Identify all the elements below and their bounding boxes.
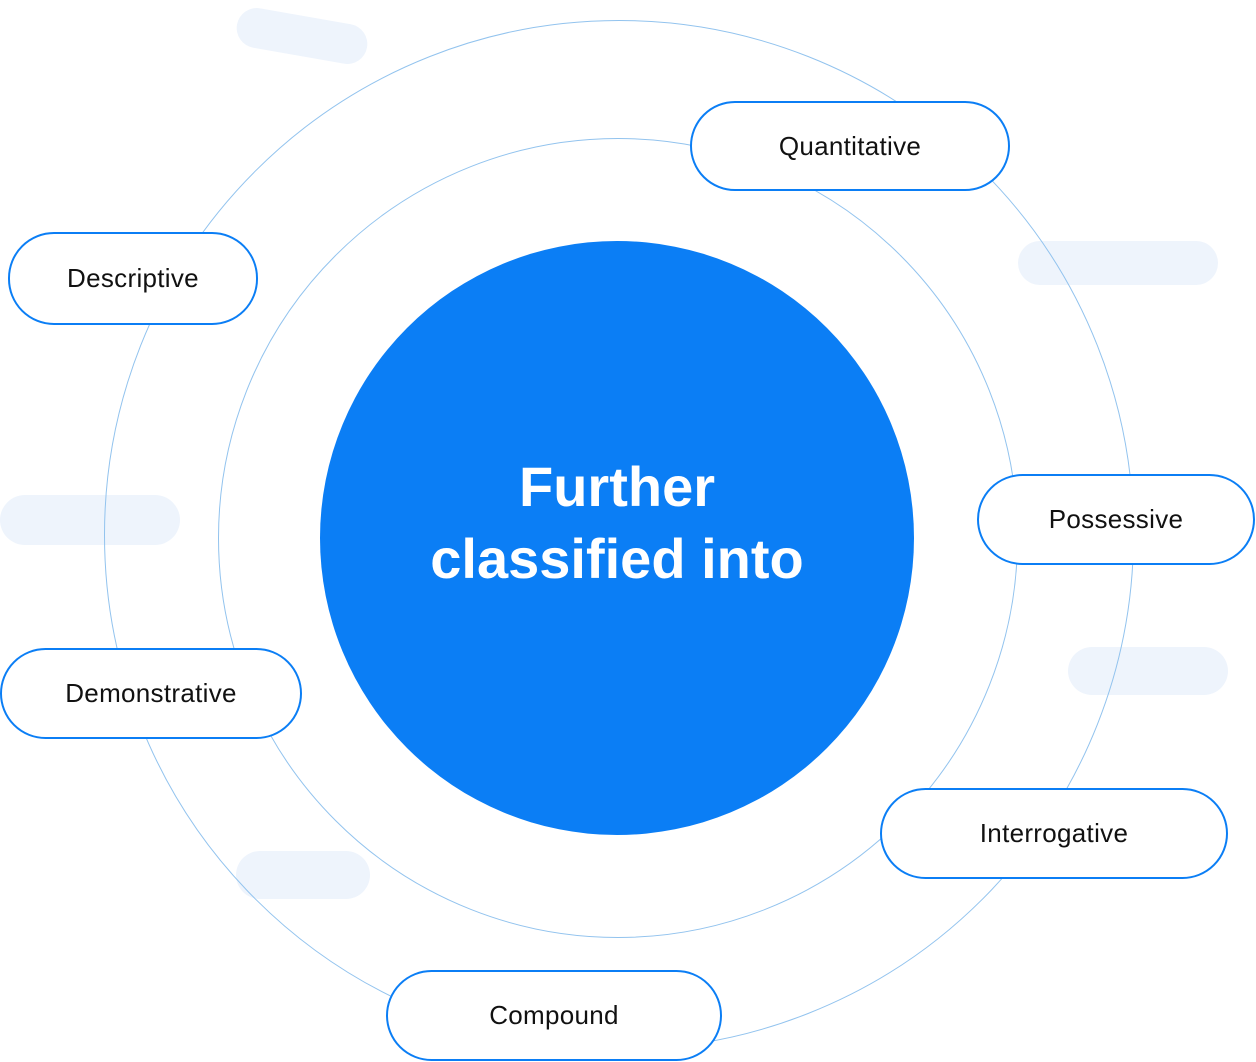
- center-circle: Further classified into: [320, 241, 914, 835]
- category-interrogative: Interrogative: [880, 788, 1228, 879]
- decoration-bar: [233, 4, 371, 68]
- category-demonstrative: Demonstrative: [0, 648, 302, 739]
- center-title-line-2: classified into: [430, 527, 804, 590]
- center-title-line-1: Further: [519, 455, 715, 518]
- category-descriptive: Descriptive: [8, 232, 258, 325]
- category-compound: Compound: [386, 970, 722, 1061]
- category-possessive: Possessive: [977, 474, 1255, 565]
- category-quantitative: Quantitative: [690, 101, 1010, 191]
- center-title: Further classified into: [430, 451, 803, 595]
